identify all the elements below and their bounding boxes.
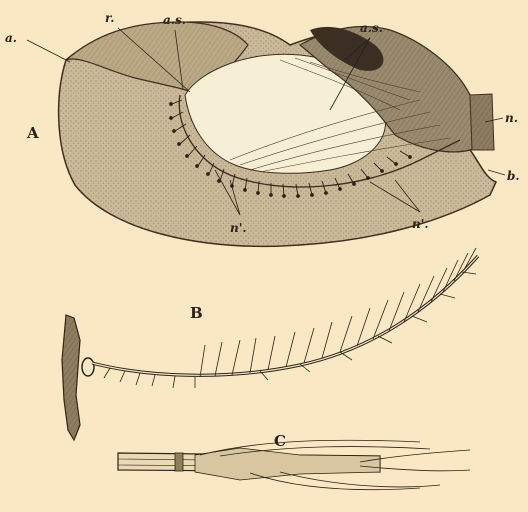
panel-label-a: A <box>26 124 39 142</box>
label-as-left: a.s. <box>163 13 186 27</box>
hair-socket <box>82 358 94 376</box>
panel-label-b: B <box>190 304 203 322</box>
figure-c-hair-detail <box>118 440 470 490</box>
figure-b-plumose-hair <box>62 248 478 440</box>
label-r: r. <box>105 11 114 25</box>
figure-a-organ <box>27 22 505 246</box>
hair-shaft <box>92 256 478 375</box>
label-n-prime-left: n'. <box>230 221 247 235</box>
label-n: n. <box>505 111 518 125</box>
label-b: b. <box>507 169 520 183</box>
label-a: a. <box>5 31 17 45</box>
label-as-right: a.s. <box>360 21 383 35</box>
panel-label-c: C <box>274 432 286 450</box>
label-n-prime-right: n'. <box>412 217 429 231</box>
